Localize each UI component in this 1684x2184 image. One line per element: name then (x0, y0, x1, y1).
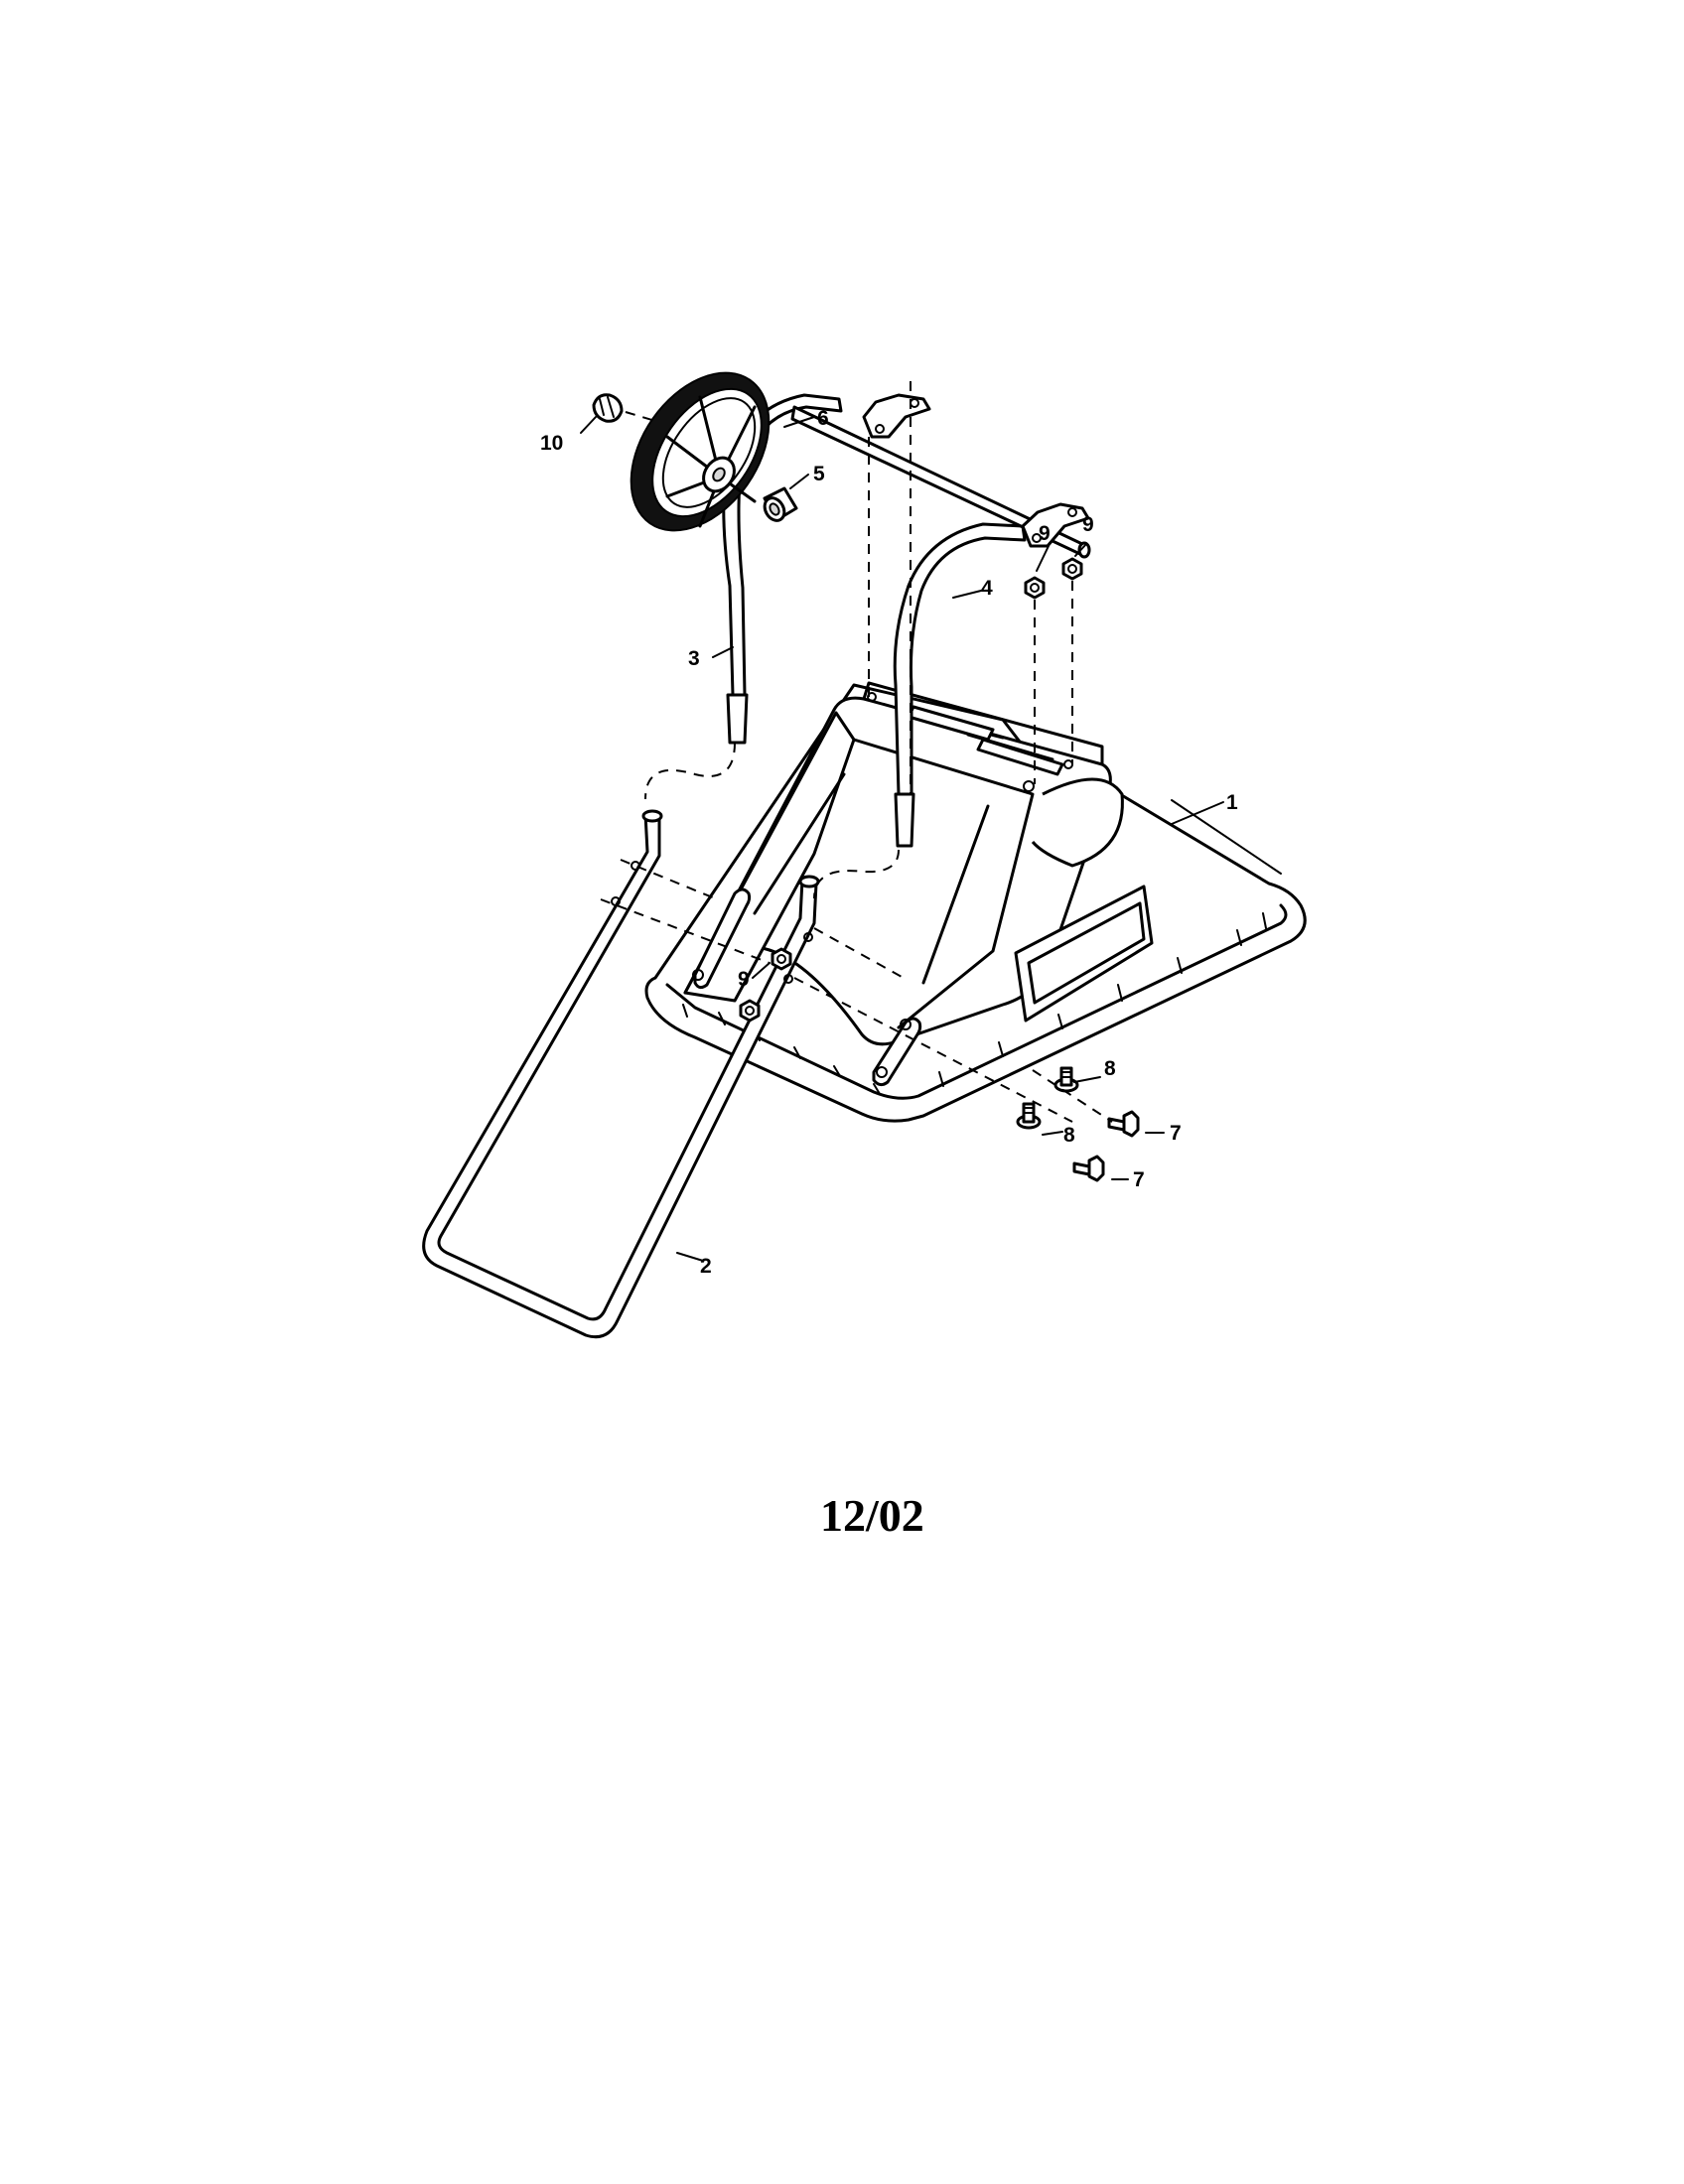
callout-1: 1 (1226, 791, 1238, 814)
callout-3: 3 (688, 647, 700, 670)
callout-6: 6 (817, 407, 829, 430)
spacer (763, 486, 798, 522)
callout-9c: 9 (738, 968, 750, 991)
axle (790, 393, 1091, 559)
hex-nut-d (739, 999, 761, 1023)
callout-10: 10 (540, 432, 563, 455)
hex-nut-c (771, 947, 792, 971)
hex-nut-b (1061, 557, 1083, 581)
callout-4: 4 (981, 577, 993, 600)
callout-7a: 7 (1170, 1122, 1182, 1145)
callout-5: 5 (813, 463, 825, 485)
callout-8a: 8 (1104, 1057, 1116, 1080)
callout-8b: 8 (1063, 1124, 1075, 1147)
diagram-date: 12/02 (820, 1490, 924, 1541)
callout-9b: 9 (1082, 513, 1094, 536)
carriage-bolt-b (1016, 1102, 1042, 1130)
callout-7b: 7 (1133, 1168, 1145, 1191)
wheel (630, 371, 771, 532)
cap-nut (592, 393, 624, 423)
callout-9a: 9 (1039, 522, 1051, 545)
callout-2: 2 (700, 1255, 712, 1278)
hex-bolt-a (1107, 1110, 1140, 1138)
carriage-bolt-group (1016, 1066, 1079, 1130)
hex-nut-a (1024, 576, 1046, 600)
hex-nut-group (739, 557, 1083, 1023)
hex-bolt-b (1072, 1155, 1105, 1182)
carriage-bolt-a (1053, 1066, 1079, 1093)
hex-bolt-group (1072, 1110, 1140, 1182)
assembly-lines (600, 381, 1113, 1123)
callout-leaders (580, 416, 1224, 1262)
lower-handle (422, 809, 820, 1339)
callout-labels: 1 2 3 4 5 6 7 7 8 8 9 9 9 10 (540, 407, 1238, 1278)
